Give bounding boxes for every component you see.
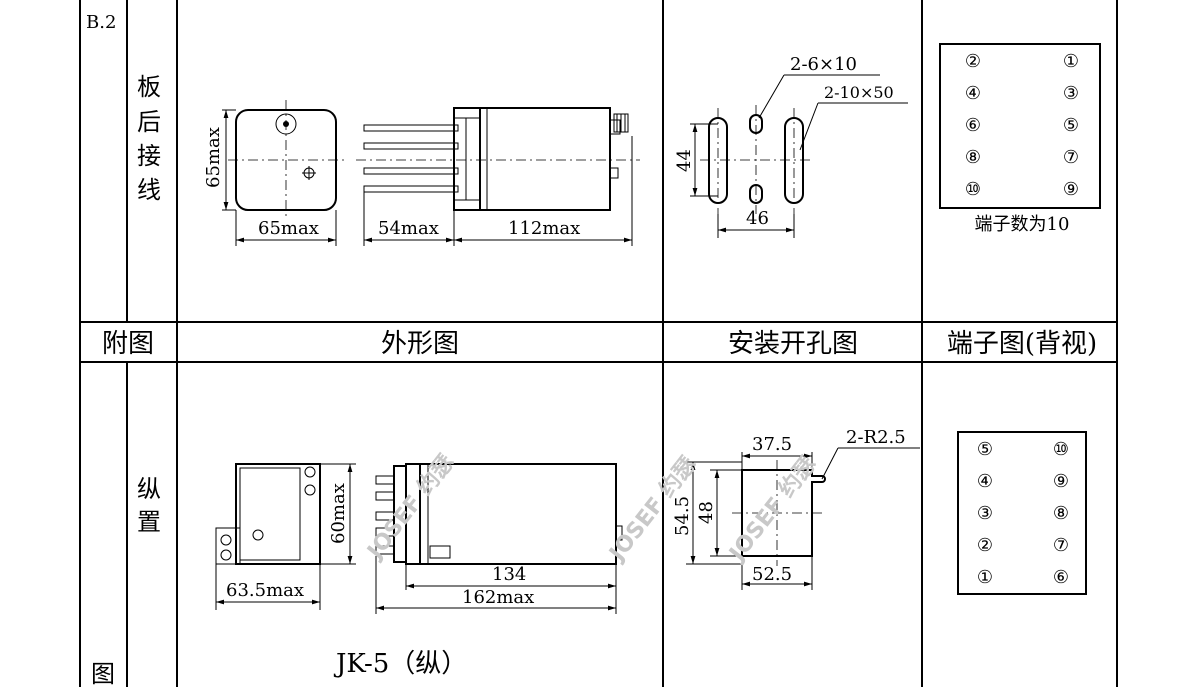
dim-depth-54max: 54max — [378, 218, 439, 239]
svg-text:线: 线 — [137, 176, 161, 204]
table-grid — [79, 0, 1118, 687]
svg-text:⑩: ⑩ — [965, 179, 981, 200]
terminal-left-column: ⑤ ④ ③ ② ① — [977, 439, 993, 588]
terminal-diagram-rear-wiring: ② ④ ⑥ ⑧ ⑩ ① ③ ⑤ ⑦ ⑨ 端子数为10 — [939, 43, 1101, 235]
vertical-label-vertical-mount: 纵 置 — [137, 475, 161, 536]
svg-text:⑤: ⑤ — [977, 439, 993, 460]
svg-text:⑩: ⑩ — [1053, 439, 1069, 460]
svg-text:⑥: ⑥ — [965, 115, 981, 136]
terminal-pins — [363, 124, 459, 193]
svg-text:⑨: ⑨ — [1063, 179, 1079, 200]
dim-depth-112max: 112max — [508, 218, 580, 239]
dim-cutout-height-44: 44 — [674, 149, 695, 172]
dim-length-134: 134 — [492, 564, 526, 585]
svg-text:③: ③ — [977, 503, 993, 524]
mounting-cutout-rear-wiring: 44 46 2-6×10 2-10×50 — [674, 54, 908, 238]
dim-length-162max: 162max — [462, 587, 534, 608]
outline-drawing-vertical-mount: 60max 63.5max 134 162max JK-5（纵） — [215, 463, 623, 679]
svg-text:④: ④ — [965, 83, 981, 104]
header-mounting: 安装开孔图 — [728, 329, 858, 359]
terminal-right-column: ⑩ ⑨ ⑧ ⑦ ⑥ — [1053, 439, 1069, 588]
svg-text:⑧: ⑧ — [1053, 503, 1069, 524]
svg-text:⑧: ⑧ — [965, 147, 981, 168]
svg-text:⑨: ⑨ — [1053, 471, 1069, 492]
outline-drawing-rear-wiring: 65max 65max 54max 112max — [203, 100, 640, 246]
watermark: JOSEF 约瑟 — [361, 450, 459, 566]
svg-text:⑦: ⑦ — [1063, 147, 1079, 168]
terminal-diagram-vertical-mount: ⑤ ④ ③ ② ① ⑩ ⑨ ⑧ ⑦ ⑥ — [957, 431, 1087, 595]
svg-text:置: 置 — [137, 508, 161, 536]
dim-width-65max: 65max — [258, 218, 319, 239]
header-appendix: 附图 — [102, 329, 154, 359]
svg-text:纵: 纵 — [137, 475, 161, 503]
label-radius-2-R2.5: 2-R2.5 — [846, 427, 906, 448]
svg-text:⑤: ⑤ — [1063, 115, 1079, 136]
svg-text:①: ① — [977, 567, 993, 588]
dim-height-60max: 60max — [328, 483, 349, 544]
mounting-cutout-vertical-mount: 37.5 2-R2.5 54.5 48 52.5 — [672, 427, 920, 590]
svg-text:④: ④ — [977, 471, 993, 492]
dim-height-54.5: 54.5 — [672, 496, 693, 536]
svg-text:板: 板 — [137, 73, 161, 101]
dim-height-48: 48 — [696, 501, 717, 524]
svg-text:接: 接 — [137, 142, 161, 170]
dim-width-63.5max: 63.5max — [226, 580, 304, 601]
label-slots-2-10x50: 2-10×50 — [824, 83, 894, 102]
terminal-count-note: 端子数为10 — [975, 214, 1070, 235]
svg-text:后: 后 — [137, 108, 161, 136]
svg-text:②: ② — [977, 535, 993, 556]
header-terminal: 端子图(背视) — [947, 329, 1097, 359]
svg-text:⑥: ⑥ — [1053, 567, 1069, 588]
dim-top-37.5: 37.5 — [752, 434, 792, 455]
vertical-label-board-rear-wiring: 板 后 接 线 — [137, 73, 161, 204]
svg-text:③: ③ — [1063, 83, 1079, 104]
dim-cutout-width-46: 46 — [746, 208, 769, 229]
model-caption: JK-5（纵） — [333, 649, 467, 679]
watermark: JOSEF 约瑟 — [723, 452, 821, 568]
header-outline: 外形图 — [381, 329, 459, 359]
dim-height-65max: 65max — [203, 127, 224, 188]
left-bottom-label: 图 — [91, 660, 115, 687]
terminal-right-column: ① ③ ⑤ ⑦ ⑨ — [1063, 51, 1079, 200]
label-holes-2-6x10: 2-6×10 — [790, 54, 857, 75]
row-label: B.2 — [86, 12, 116, 33]
svg-text:②: ② — [965, 51, 981, 72]
svg-text:①: ① — [1063, 51, 1079, 72]
terminal-left-column: ② ④ ⑥ ⑧ ⑩ — [965, 51, 981, 200]
dim-bottom-52.5: 52.5 — [752, 564, 792, 585]
svg-text:⑦: ⑦ — [1053, 535, 1069, 556]
